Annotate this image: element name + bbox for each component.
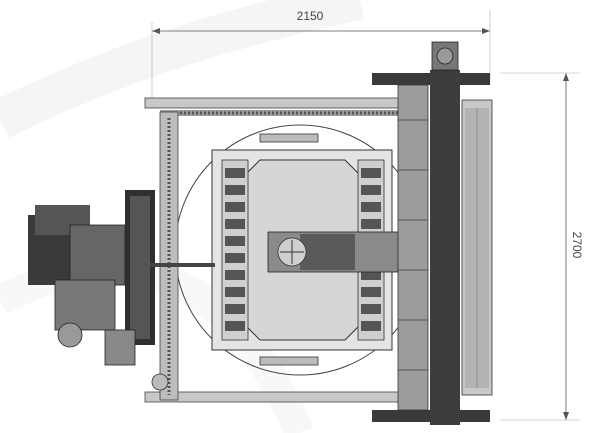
bottom-guide-bar [259,356,319,366]
right-press-frame [372,41,493,425]
height-dimension-label: 2700 [570,232,584,259]
roller-set-left [221,159,249,341]
height-dimension: 2700 [500,72,584,421]
left-drive-unit [28,190,215,391]
top-guide-bar [259,133,319,143]
centre-carriage [267,231,399,273]
width-dimension: 2150 [151,9,491,100]
frame-ribbing [398,119,428,371]
width-dimension-label: 2150 [297,9,324,23]
